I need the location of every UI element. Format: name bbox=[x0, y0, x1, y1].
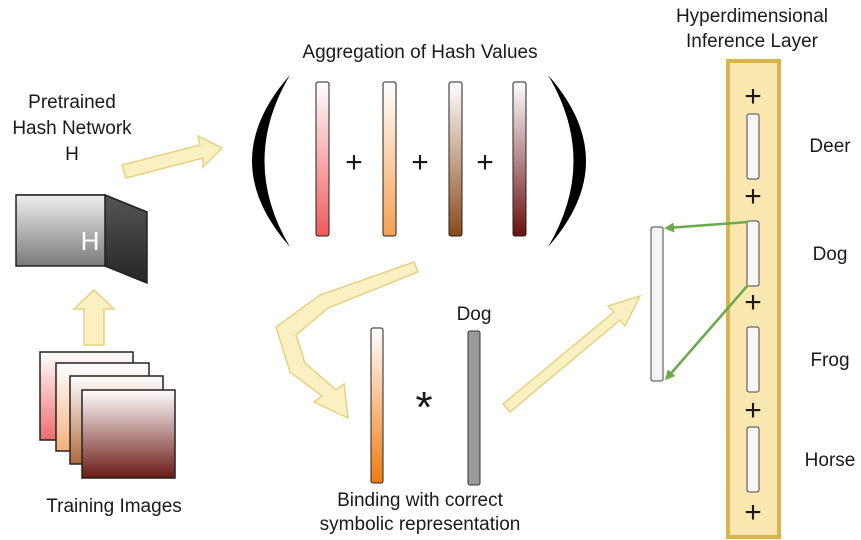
left-parenthesis bbox=[252, 75, 290, 247]
inference-plus-5: + bbox=[744, 496, 762, 529]
aggregation-plus-3: + bbox=[476, 146, 494, 179]
aggregation-plus-2: + bbox=[411, 146, 429, 179]
binding-operator: * bbox=[415, 383, 432, 432]
class-label-frog: Frog bbox=[810, 350, 849, 371]
class-vector-horse bbox=[746, 426, 760, 493]
right-parenthesis bbox=[548, 75, 586, 247]
inference-plus-2: + bbox=[744, 180, 762, 213]
arrow-images-to-network bbox=[72, 288, 116, 346]
class-vector-frog bbox=[746, 326, 760, 393]
class-label-deer: Deer bbox=[809, 136, 851, 157]
query-vector bbox=[650, 226, 664, 382]
network-title-line-1: Pretrained bbox=[28, 92, 116, 113]
hash-vector-4 bbox=[512, 81, 527, 237]
arrow-network-to-aggregation bbox=[121, 134, 224, 179]
symbolic-vector bbox=[467, 330, 481, 486]
cube-label: H bbox=[81, 226, 100, 256]
hash-network-cube: H bbox=[15, 193, 148, 285]
arrow-binding-to-inference bbox=[501, 294, 642, 414]
hash-vector-2 bbox=[382, 81, 397, 237]
aggregation-title: Aggregation of Hash Values bbox=[302, 42, 537, 63]
inference-plus-4: + bbox=[744, 394, 762, 427]
aggregated-hash-vector bbox=[370, 327, 384, 484]
binding-caption-line-1: Binding with correct bbox=[337, 490, 504, 511]
network-title-line-3: H bbox=[65, 144, 79, 165]
flow-arrows bbox=[72, 134, 642, 420]
network-title-line-2: Hash Network bbox=[12, 118, 132, 139]
inference-plus-3: + bbox=[744, 286, 762, 319]
class-vector-deer bbox=[746, 113, 760, 180]
inference-title-line-2: Inference Layer bbox=[686, 31, 819, 52]
green-arrow-to-query-top bbox=[664, 220, 749, 233]
green-arrow-to-query-bottom bbox=[665, 284, 749, 381]
class-label-horse: Horse bbox=[805, 450, 856, 471]
arrow-aggregation-to-binding bbox=[275, 261, 419, 420]
aggregation-plus-1: + bbox=[345, 146, 363, 179]
symbol-label-dog: Dog bbox=[457, 304, 492, 325]
inference-title-line-1: Hyperdimensional bbox=[676, 6, 828, 27]
class-label-dog: Dog bbox=[813, 244, 848, 265]
class-vector-dog bbox=[746, 220, 760, 287]
binding-caption-line-2: symbolic representation bbox=[320, 514, 521, 535]
training-images-stack bbox=[39, 351, 176, 479]
hash-vector-1 bbox=[315, 81, 330, 237]
inference-plus-1: + bbox=[744, 80, 762, 113]
training-images-label: Training Images bbox=[46, 496, 182, 517]
hash-vector-3 bbox=[448, 81, 463, 237]
